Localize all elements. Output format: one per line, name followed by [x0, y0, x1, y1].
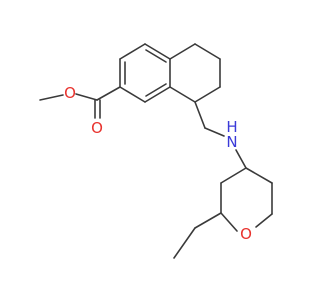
- bond-aromatic-5: [144, 86, 171, 103]
- bond-aromatic-3-inner: [145, 49, 167, 63]
- bond-pyran-6: [220, 167, 247, 184]
- bond-methyl-ester-o: [39, 94, 64, 101]
- bond-saturated-2: [194, 43, 221, 60]
- bond-pyran-1: [245, 167, 273, 184]
- atom-label-amine-nitrogen: N: [226, 133, 237, 151]
- atom-label-ester-oxygen: O: [64, 84, 76, 102]
- bond-pyran-4: [220, 212, 238, 232]
- bond-carbonyl-ring: [96, 86, 121, 101]
- bond-aromatic-2: [119, 43, 146, 60]
- bond-saturated-5: [169, 86, 196, 103]
- bond-saturated-4: [194, 86, 221, 103]
- bond-skeleton: [39, 43, 273, 259]
- bond-ethyl-1: [194, 212, 222, 229]
- bond-ethyl-2: [173, 227, 196, 259]
- atom-label-carbonyl-oxygen: O: [91, 119, 103, 137]
- bond-saturated-1: [169, 43, 196, 60]
- bond-ester-o-carbonyl: [75, 93, 98, 101]
- bond-aromatic-3: [144, 43, 171, 60]
- bond-ch2-nitrogen: [204, 127, 225, 137]
- bond-aromatic-5-inner: [145, 83, 167, 97]
- bond-aromatic-6: [119, 86, 146, 103]
- atom-labels: O O N H O: [64, 84, 252, 243]
- molecule-structure: O O N H O: [39, 43, 273, 259]
- bond-ring-ch2: [194, 101, 206, 129]
- bond-nitrogen-pyran: [235, 149, 247, 169]
- bond-pyran-3: [255, 213, 273, 228]
- atom-label-amine-hydrogen: H: [226, 118, 237, 136]
- atom-label-ring-oxygen: O: [240, 225, 252, 243]
